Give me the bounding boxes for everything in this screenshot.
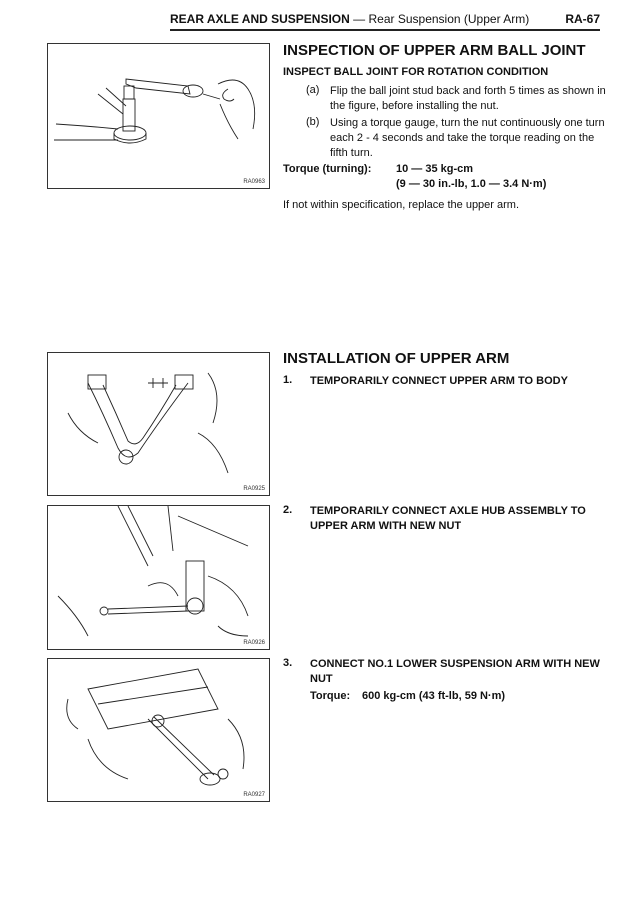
step-number: 1. — [283, 374, 293, 386]
subsection-title: Rear Suspension (Upper Arm) — [368, 12, 530, 26]
step-text: CONNECT NO.1 LOWER SUSPENSION ARM WITH N… — [310, 658, 600, 685]
item-text-b: Using a torque gauge, turn the nut conti… — [330, 117, 605, 159]
inspection-heading: INSPECTION OF UPPER ARM BALL JOINT — [283, 42, 586, 59]
step-number: 2. — [283, 504, 293, 516]
torque-value: 600 kg-cm (43 ft-lb, 59 N·m) — [362, 690, 506, 702]
step-text: TEMPORARILY CONNECT UPPER ARM TO BODY — [310, 375, 568, 387]
item-label-b: (b) — [306, 116, 320, 128]
header-separator: — — [353, 12, 366, 26]
page-number: RA-67 — [565, 12, 600, 26]
figure-torque-gauge-ball-joint: RA0963 — [47, 43, 270, 189]
torque-turning-value: 10 — 35 kg-cm — [396, 163, 474, 175]
torque-label: Torque: — [310, 690, 351, 702]
figure-code: RA0925 — [243, 486, 265, 492]
inspection-note: If not within specification, replace the… — [283, 199, 520, 211]
section-title: REAR AXLE AND SUSPENSION — [170, 12, 350, 26]
item-text-a: Flip the ball joint stud back and forth … — [330, 85, 606, 112]
installation-heading: INSTALLATION OF UPPER ARM — [283, 350, 510, 367]
figure-lower-arm-torque: RA0927 — [47, 658, 270, 802]
figure-code: RA0926 — [243, 640, 265, 646]
figure-code: RA0963 — [243, 179, 265, 185]
step-number: 3. — [283, 657, 293, 669]
torque-turning-alt: (9 — 30 in.-lb, 1.0 — 3.4 N·m) — [396, 178, 547, 190]
figure-upper-arm-body: RA0925 — [47, 352, 270, 496]
figure-code: RA0927 — [243, 792, 265, 798]
inspection-subheading: INSPECT BALL JOINT FOR ROTATION CONDITIO… — [283, 66, 549, 78]
step-text: TEMPORARILY CONNECT AXLE HUB ASSEMBLY TO… — [310, 505, 586, 532]
item-label-a: (a) — [306, 84, 320, 96]
figure-axle-hub-upper-arm: RA0926 — [47, 505, 270, 650]
torque-turning-label: Torque (turning): — [283, 163, 372, 175]
header-rule — [170, 29, 600, 31]
